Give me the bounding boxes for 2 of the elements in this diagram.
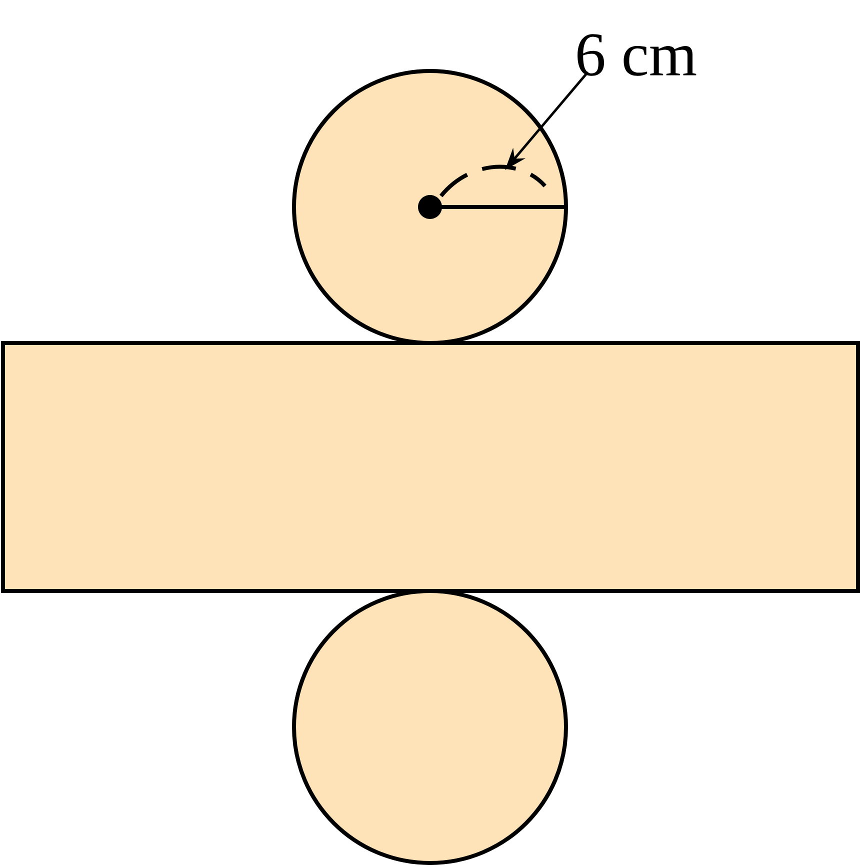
circle-shape [292, 589, 568, 865]
dimension-label: 6 cm [578, 34, 696, 76]
